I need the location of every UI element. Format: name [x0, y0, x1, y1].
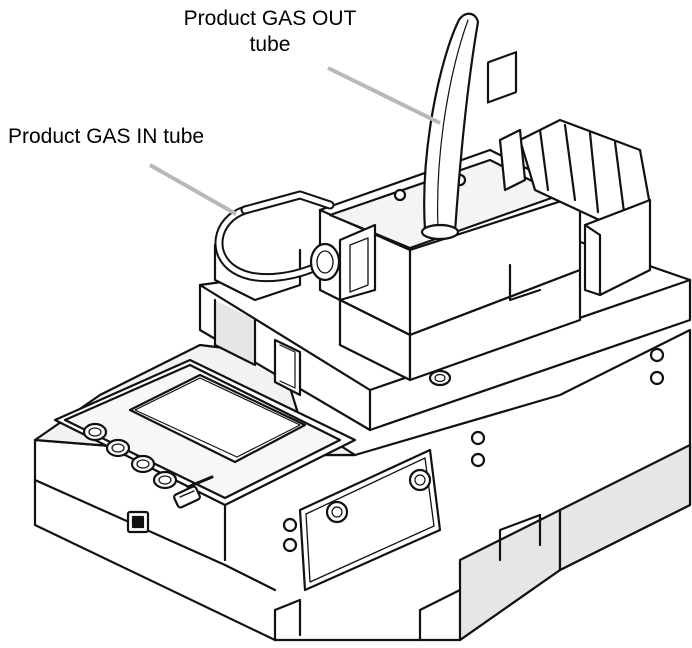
gas-in-tube	[213, 190, 377, 302]
display-panel	[53, 358, 357, 507]
button-cluster	[82, 422, 214, 509]
gas-out-leader-line	[327, 66, 441, 125]
leader-lines	[149, 66, 441, 216]
gas-in-leader-line	[149, 163, 237, 216]
gas-out-label-line2: tube	[249, 33, 291, 56]
side-cover	[282, 347, 665, 592]
connector-block	[486, 51, 652, 302]
lcd-screen	[128, 373, 307, 464]
gas-out-tube	[420, 12, 480, 241]
gas-in-label: Product GAS IN tube	[8, 125, 205, 148]
usb-port	[126, 510, 150, 534]
gas-out-label: Product GAS OUT tube	[145, 6, 395, 58]
gas-out-label-line1: Product GAS OUT	[183, 7, 357, 30]
